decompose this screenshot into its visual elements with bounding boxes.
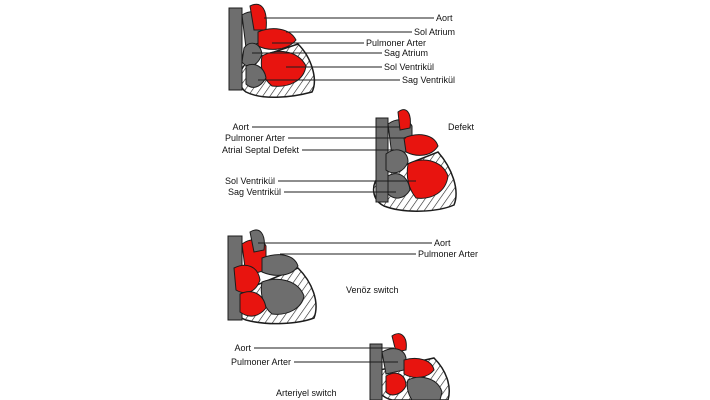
label-pulmoner-arter: Pulmoner Arter <box>230 357 291 367</box>
label-sag-atrium: Sag Atrium <box>384 48 429 58</box>
label-aort: Aort <box>434 238 451 248</box>
caption-venoz-switch: Venöz switch <box>346 285 399 295</box>
label-aort: Aort <box>436 13 453 23</box>
leader-lines <box>252 17 434 363</box>
label-pulmoner-arter: Pulmoner Arter <box>418 249 479 259</box>
label-aort: Aort <box>232 122 249 132</box>
label-sol-ventrikul: Sol Ventrikül <box>384 62 435 72</box>
heart-diagram-arterial-switch <box>369 333 450 400</box>
heart-diagram-venous-switch <box>227 229 317 325</box>
label-sol-ventrikul: Sol Ventrikül <box>224 176 275 186</box>
label-sol-atrium: Sol Atrium <box>414 27 456 37</box>
label-sag-ventrikul: Sag Ventrikül <box>402 75 456 85</box>
label-atrial-septal-defekt: Atrial Septal Defekt <box>221 145 299 155</box>
heart-diagram-normal <box>228 3 316 99</box>
label-aort: Aort <box>234 343 251 353</box>
label-defekt: Defekt <box>448 122 475 132</box>
label-sag-ventrikul: Sag Ventrikül <box>227 187 281 197</box>
label-pulmoner-arter: Pulmoner Arter <box>366 38 427 48</box>
heart-diagram-asd <box>372 109 457 212</box>
label-pulmoner-arter: Pulmoner Arter <box>224 133 285 143</box>
caption-arteriyel-switch: Arteriyel switch <box>276 388 337 398</box>
